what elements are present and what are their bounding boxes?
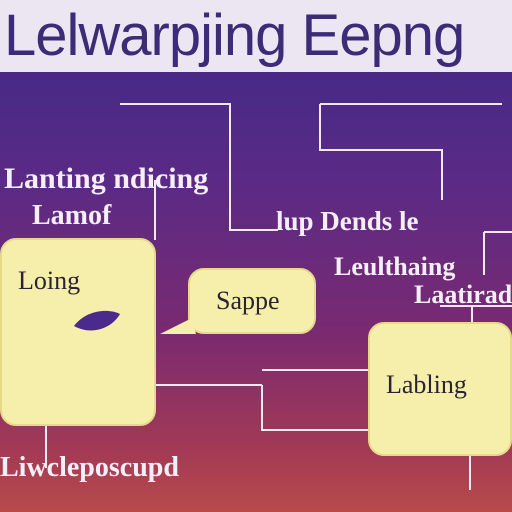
right-box-label: Labling (386, 370, 467, 399)
right-label-2: Laatirad (414, 280, 512, 309)
left-sub-label: Lamof (32, 200, 112, 231)
connector-bottom-mid (261, 369, 368, 431)
bottom-label: Liwcleposcupd (0, 452, 179, 483)
middle-box-label: Sappe (216, 286, 280, 315)
connector-top-left (120, 103, 278, 231)
left-box: Loing (0, 238, 156, 426)
right-label-1: Leulthaing (334, 252, 456, 281)
connector-right-bracket (483, 231, 512, 275)
connector-top-right-drop (319, 104, 443, 200)
center-pair-label: lup Dends le (276, 206, 419, 236)
left-box-label: Loing (18, 266, 81, 295)
diagram-title: Lelwarpjing Eepng (4, 3, 465, 68)
speech-tail (160, 318, 196, 334)
title-banner: Lelwarpjing Eepng (0, 0, 512, 72)
middle-speech-box: Sappe (188, 268, 316, 334)
right-box: Labling (368, 322, 512, 456)
leaf-icon (74, 310, 120, 331)
left-heading-label: Lanting ndicing (4, 162, 209, 195)
